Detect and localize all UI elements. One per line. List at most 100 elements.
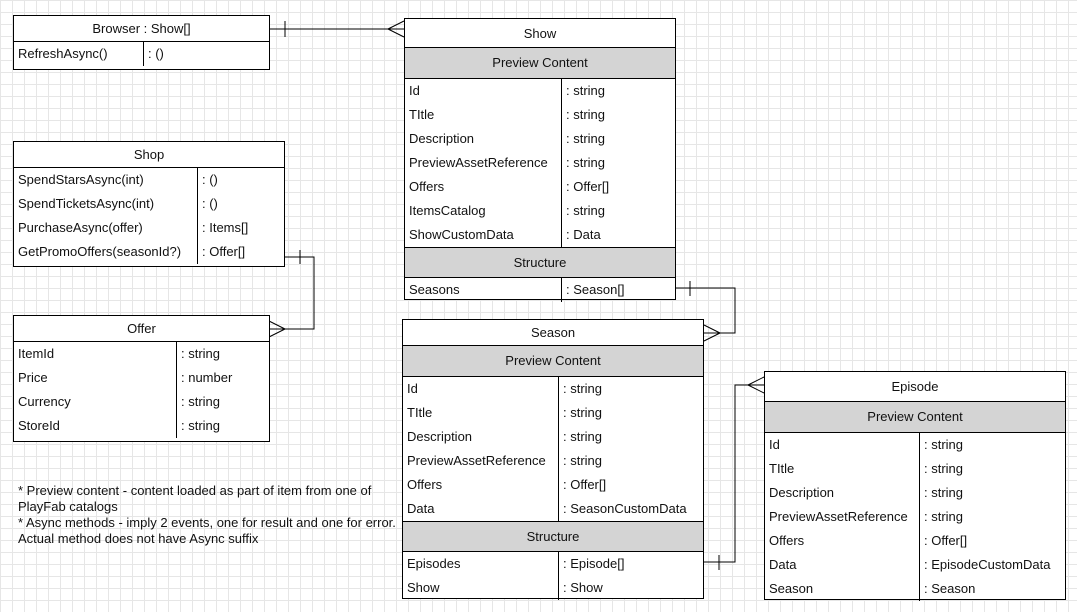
field-row: StoreId: string: [14, 414, 269, 438]
field-type: : Season[]: [566, 282, 625, 297]
method-name: SpendStarsAsync(int): [14, 168, 198, 192]
method-type: : (): [148, 46, 164, 61]
field-name: PreviewAssetReference: [765, 505, 920, 529]
field-name: PreviewAssetReference: [405, 151, 562, 175]
method-row: GetPromoOffers(seasonId?): Offer[]: [14, 240, 284, 264]
field-type: : string: [563, 453, 603, 468]
field-type: : Data: [566, 227, 601, 242]
entity-offer: Offer ItemId: string Price : number Curre…: [13, 315, 270, 442]
field-name: PreviewAssetReference: [403, 449, 559, 473]
method-row: PurchaseAsync(offer): Items[]: [14, 216, 284, 240]
field-row: PreviewAssetReference : string: [403, 449, 703, 473]
field-row: Episodes: Episode[]: [403, 552, 703, 576]
field-name: Id: [405, 79, 562, 103]
entity-episode: Episode Preview Content Id : string TItle…: [764, 371, 1066, 601]
method-type: : Items[]: [202, 220, 249, 235]
field-row: ItemId: string: [14, 342, 269, 366]
field-name: Show: [403, 576, 559, 600]
field-name: Data: [765, 553, 920, 577]
field-type: : Show: [563, 580, 603, 595]
section-structure: Structure: [405, 247, 675, 278]
field-row: Id : string: [765, 433, 1065, 457]
diagram-notes: * Preview content - content loaded as pa…: [18, 483, 398, 547]
field-row: Id: string: [403, 377, 703, 401]
connector-browser-show: [269, 20, 405, 38]
field-type: : string: [563, 429, 603, 444]
field-name: Offers: [403, 473, 559, 497]
field-name: Offers: [405, 175, 562, 199]
field-name: Seasons: [405, 278, 562, 302]
field-name: Episodes: [403, 552, 559, 576]
method-type: : Offer[]: [202, 244, 246, 259]
field-name: Offers: [765, 529, 920, 553]
field-row: Description : string: [403, 425, 703, 449]
field-name: StoreId: [14, 414, 177, 438]
method-type: : (): [202, 196, 218, 211]
field-name: Description: [403, 425, 559, 449]
field-type: : string: [566, 107, 606, 122]
method-row: RefreshAsync() : (): [14, 42, 269, 66]
field-type: : string: [924, 461, 964, 476]
field-name: Description: [405, 127, 562, 151]
entity-show: Show Preview Content Id: string TItle: s…: [404, 18, 676, 302]
field-name: Price: [14, 366, 177, 390]
field-name: TItle: [403, 401, 559, 425]
field-type: : string: [924, 509, 964, 524]
field-row: TItle : string: [405, 103, 675, 127]
method-name: RefreshAsync(): [14, 42, 144, 66]
field-name: ItemsCatalog: [405, 199, 562, 223]
entity-season: Season Preview Content Id: string TItle:…: [402, 319, 704, 600]
field-row: Offers : Offer[]: [403, 473, 703, 497]
entity-title: Browser : Show[]: [14, 16, 269, 42]
field-row: Data: SeasonCustomData: [403, 497, 703, 521]
entity-title: Offer: [14, 316, 269, 342]
field-type: : number: [181, 370, 233, 385]
field-row: PreviewAssetReference : string: [405, 151, 675, 175]
field-type: : string: [181, 346, 221, 361]
field-name: Description: [765, 481, 920, 505]
method-type: : (): [202, 172, 218, 187]
field-type: : string: [566, 155, 606, 170]
field-type: : string: [563, 405, 603, 420]
entity-title: Shop: [14, 142, 284, 168]
section-preview-content: Preview Content: [405, 48, 675, 79]
note-preview-content: * Preview content - content loaded as pa…: [18, 483, 372, 514]
field-name: Season: [765, 577, 920, 601]
field-type: : string: [924, 437, 964, 452]
field-row: Data: EpisodeCustomData: [765, 553, 1065, 577]
field-row: Offers : Offer[]: [765, 529, 1065, 553]
field-name: TItle: [405, 103, 562, 127]
field-type: : string: [566, 131, 606, 146]
field-row: PreviewAssetReference : string: [765, 505, 1065, 529]
method-row: SpendStarsAsync(int) : (): [14, 168, 284, 192]
field-name: ShowCustomData: [405, 223, 562, 247]
entity-shop: Shop SpendStarsAsync(int) : () SpendTicke…: [13, 141, 285, 267]
field-row: TItle : string: [403, 401, 703, 425]
field-type: : Offer[]: [924, 533, 968, 548]
field-type: : Offer[]: [566, 179, 610, 194]
field-row: Description: string: [765, 481, 1065, 505]
field-row: ItemsCatalog: string: [405, 199, 675, 223]
field-row: Currency : string: [14, 390, 269, 414]
section-preview-content: Preview Content: [765, 402, 1065, 433]
field-row: Id: string: [405, 79, 675, 103]
field-row: Show : Show: [403, 576, 703, 600]
field-type: : Season: [924, 581, 976, 596]
field-name: TItle: [765, 457, 920, 481]
method-row: SpendTicketsAsync(int) : (): [14, 192, 284, 216]
field-name: Id: [765, 433, 920, 457]
method-name: SpendTicketsAsync(int): [14, 192, 198, 216]
section-preview-content: Preview Content: [403, 346, 703, 377]
field-row: Price : number: [14, 366, 269, 390]
note-async-methods: * Async methods - imply 2 events, one fo…: [18, 515, 396, 546]
field-type: : string: [563, 381, 603, 396]
connector-season-episode: [704, 376, 765, 570]
field-row: Season : Season: [765, 577, 1065, 601]
field-name: Currency: [14, 390, 177, 414]
field-type: : Offer[]: [563, 477, 607, 492]
field-row: Seasons : Season[]: [405, 278, 675, 302]
entity-title: Season: [403, 320, 703, 346]
entity-browser: Browser : Show[] RefreshAsync() : (): [13, 15, 270, 70]
field-type: : string: [181, 394, 221, 409]
entity-title: Episode: [765, 372, 1065, 402]
